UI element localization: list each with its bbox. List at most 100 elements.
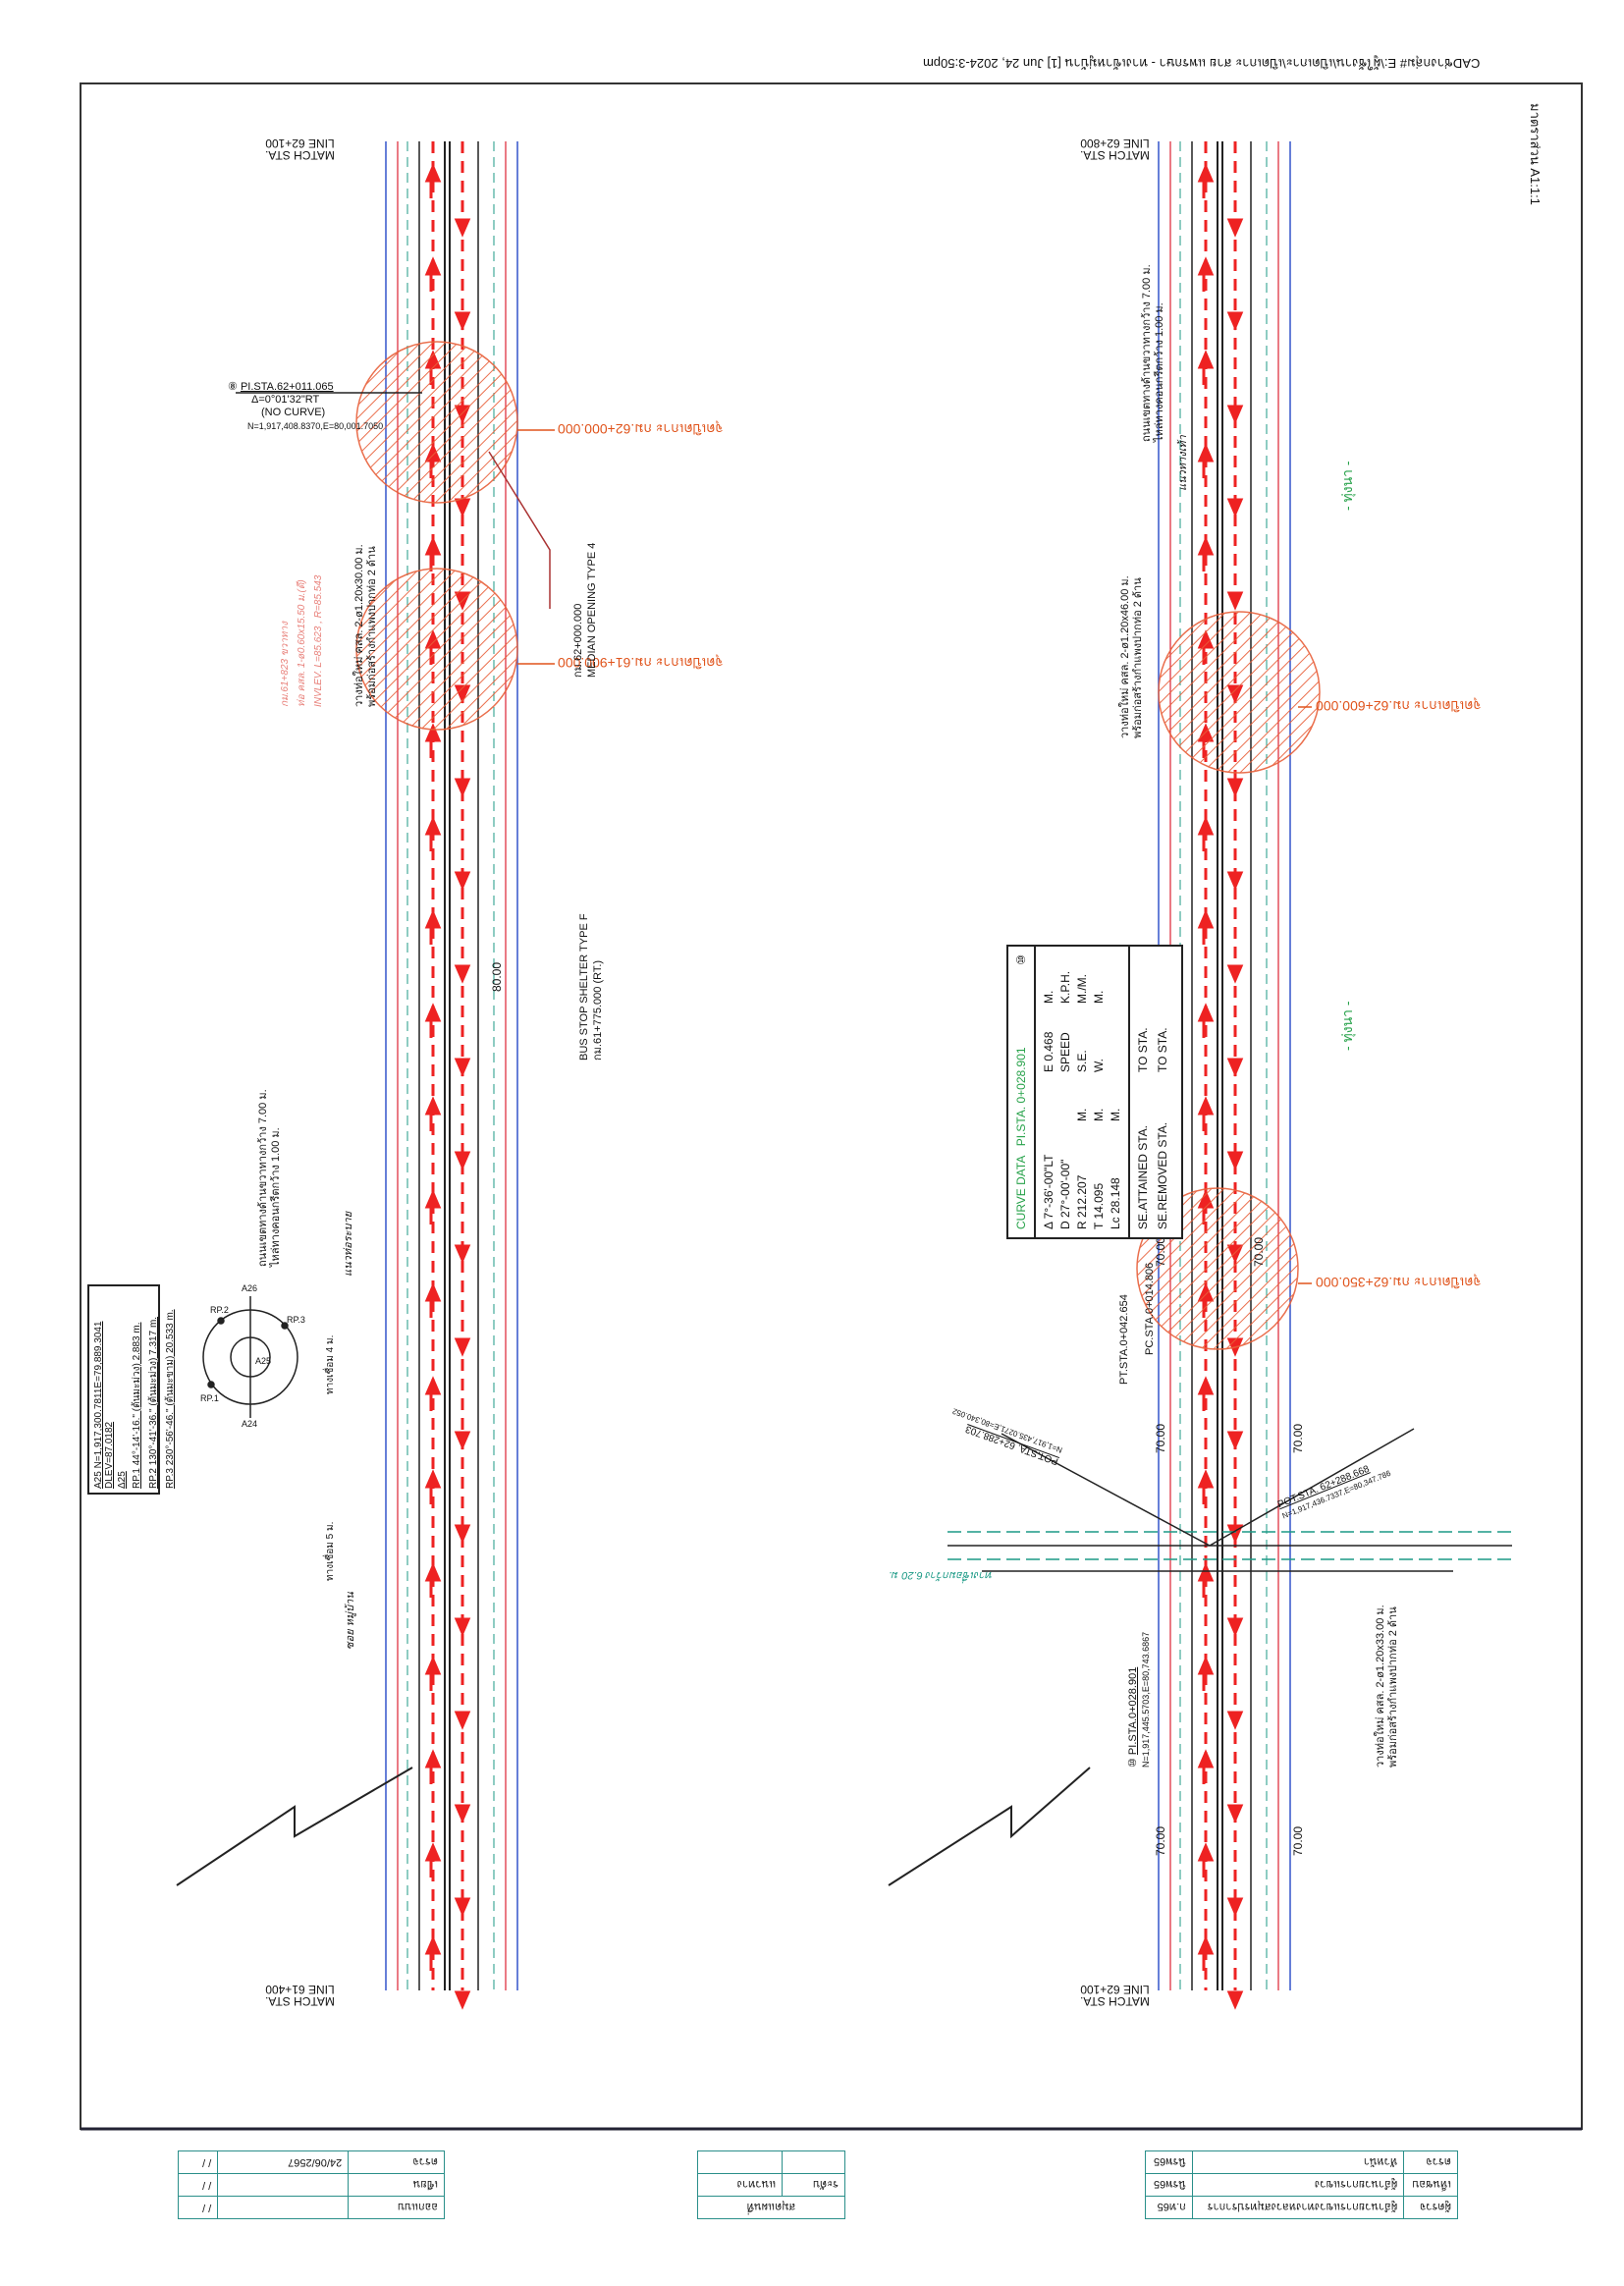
superelevation: SE.ATTAINED STA.TO STA. SE.REMOVED STA.T… <box>1128 947 1175 1237</box>
median-km: กม.62+000.000 <box>572 603 584 678</box>
road-note: ซอย หมู่บ้าน <box>345 1592 356 1650</box>
signature: ก.ท65 <box>1145 2196 1193 2219</box>
curve-cell: D 27°-00'-00" <box>1058 1159 1072 1229</box>
match-line-right-top: MATCH STA. LINE 62+800 <box>1080 136 1150 162</box>
pi-station: PI.STA.0+028.901 <box>1127 1666 1139 1756</box>
lane-arrow-icon <box>424 1282 471 1357</box>
pt-station: PT.STA.0+042.654 <box>1118 1294 1130 1385</box>
position: ผู้อำนวยการแขวงทางหลวงสมุทรปราการ <box>1192 2196 1404 2219</box>
cell <box>697 2150 783 2174</box>
se-removed: SE.REMOVED STA. <box>1156 1121 1169 1229</box>
lane-arrow-icon <box>1197 443 1244 517</box>
dimension-label: 70.00 <box>1154 1423 1167 1453</box>
line-label: LINE <box>1122 136 1150 150</box>
pi-coords: N=1,917,408.8370,E=80,001.7050 <box>247 420 384 431</box>
lane-arrow-icon <box>424 723 471 797</box>
land-use-label: - ทุ่งนา - <box>1339 461 1355 511</box>
station-value: 62+100 <box>1080 1983 1120 1996</box>
role: ผู้ตรวจ <box>1403 2196 1458 2219</box>
road-note: ไหล่ทางคอนกรีตกว้าง 1.00 ม. <box>270 1127 283 1267</box>
culvert-invlev: INVLEV. L=85.623 , R=85.543 <box>313 574 324 707</box>
rp-diagram <box>202 1296 298 1418</box>
pipe-note-line: พร้อมก่อสร้างกำแพงปากท่อ 2 ด้าน <box>1132 577 1145 738</box>
lane-arrow-icon <box>424 1935 471 2010</box>
road-note: ทางเชื่อมกว้าง 6.20 ม. <box>889 1569 994 1581</box>
curve-cell <box>1109 964 1122 1004</box>
title-row: ตรวจหัวหน้านิรพ65 <box>1145 2150 1458 2174</box>
rp-label: RP.1 <box>200 1393 219 1403</box>
title-row: เขียน/ / <box>178 2173 445 2197</box>
match-line-left-bottom: MATCH STA. LINE 61+400 <box>265 1983 335 2008</box>
lane-arrow-icon <box>424 1656 471 1730</box>
curve-cell: M. <box>1092 990 1106 1004</box>
culvert-pipe: ท่อ คสล. 1-ø0.60x15.50 ม.(ดี) <box>297 579 307 707</box>
pipe-note: วางท่อใหม่ คสล. 2-ø1.20x46.00 ม. พร้อมก่… <box>1119 575 1145 738</box>
road-note: ไหล่ทางคอนกรีตกว้าง 1.00 ม. <box>1154 302 1166 442</box>
sta-label: STA. <box>265 1994 291 2008</box>
road-note: ถนนเขตทางด้านขวาทางกว้าง 7.00 ม. <box>257 1089 269 1267</box>
lane-arrow-icon <box>1197 1562 1244 1637</box>
lane-arrow-icon <box>1197 1096 1244 1170</box>
rp-1: RP.1 44°-14'-16." (ต้นมะม่วง) 2.883 m. <box>132 1322 142 1490</box>
reference-point-box: A25 N=1,917,300.7811E=79,889.3041 DLEV=8… <box>87 1284 176 1495</box>
curve-cell: W. <box>1092 1059 1106 1072</box>
role: เห็นชอบ <box>1403 2173 1458 2197</box>
rp-3: RP.3 230°-56'-46." (ต้นมะขาม) 20.533 m. <box>165 1309 176 1489</box>
curve-cell: M. <box>1092 1108 1106 1121</box>
station-value: 62+800 <box>1080 136 1120 150</box>
lane-arrow-icon <box>1197 163 1244 238</box>
plot-info: CADช่างกลุ่ม# E:\ผู้ใช้งาน\เปิดเกาะ\เปิด… <box>923 56 1481 71</box>
title-row <box>697 2150 845 2174</box>
title-row: สมุดแผนที่ <box>697 2196 845 2219</box>
station-value: 61+400 <box>265 1983 305 1996</box>
pipe-note-line: วางท่อใหม่ คสล. 2-ø1.20x33.00 ม. <box>1375 1605 1386 1768</box>
median-type-note: กม.62+000.000 MEDIAN OPENING TYPE 4 <box>571 543 600 678</box>
date-blank: / / <box>178 2150 218 2174</box>
rp-header: A25 N=1,917,300.7811E=79,889.3041 DLEV=8… <box>93 1321 115 1489</box>
role: ตรวจ <box>348 2150 445 2174</box>
road-note: ทางเชื่อม 5 ม. <box>325 1521 336 1581</box>
curve-cell: S.E. <box>1075 1050 1089 1072</box>
bus-stop-note: BUS STOP SHELTER TYPE F กม.61+775.000 (R… <box>577 913 606 1061</box>
lane-arrow-icon <box>424 1749 471 1823</box>
lane-arrow-icon <box>424 1096 471 1170</box>
pipe-note: วางท่อใหม่ คสล. 2-ø1.20x30.00 ม. พร้อมก่… <box>353 544 379 707</box>
north-arrows <box>176 1767 1091 1886</box>
lane-arrow-icon <box>424 816 471 891</box>
rp-label: RP.2 <box>210 1305 229 1315</box>
role: ตรวจ <box>1403 2150 1458 2174</box>
se-attained: SE.ATTAINED STA. <box>1136 1124 1150 1229</box>
cell: แนวทาง <box>697 2173 783 2197</box>
curve-data-header: CURVE DATA PI.STA. 0+028.901 ⑩ <box>1008 947 1036 1237</box>
pi-delta: Δ=0°01'32"RT <box>251 394 320 407</box>
road-note: ถนนเขตทางด้านขวาทางกว้าง 7.00 ม. <box>1141 264 1153 442</box>
shoulder-note: ถนนเขตทางด้านขวาทางกว้าง 7.00 ม. ไหล่ทาง… <box>257 1089 283 1267</box>
curve-cell <box>1109 1004 1122 1072</box>
pipe-note-line: วางท่อใหม่ คสล. 2-ø1.20x30.00 ม. <box>353 544 365 707</box>
lane-arrow-icon <box>424 1562 471 1637</box>
lane-arrow-icon <box>1197 1376 1244 1450</box>
pi-number: ⑩ <box>1127 1758 1139 1768</box>
curve-pi: PI.STA. 0+028.901 <box>1014 1047 1028 1147</box>
pi-number: ⑧ <box>228 381 238 393</box>
curve-cell: K.P.H. <box>1058 970 1072 1004</box>
curve-cell: M./M. <box>1075 974 1089 1004</box>
sta-label: STA. <box>265 148 291 162</box>
curve-cell: M. <box>1075 1108 1089 1121</box>
match-label: MATCH <box>294 1994 335 2008</box>
match-label: MATCH <box>1109 1994 1150 2008</box>
dimension-label: 70.00 <box>1154 1236 1167 1267</box>
pi-station-right: ⑩ PI.STA.0+028.901 N=1,917,445.5703,E=80… <box>1127 1632 1153 1768</box>
match-line-right-bottom: MATCH STA. LINE 62+100 <box>1080 1983 1150 2008</box>
pi-curve: (NO CURVE) <box>261 407 326 419</box>
dimension-label: 80.00 <box>490 961 504 992</box>
to-sta: TO STA. <box>1156 1027 1169 1072</box>
pi-coords: N=1,917,445.5703,E=80,743.6867 <box>1141 1631 1152 1768</box>
lane-arrow-icon <box>1197 536 1244 611</box>
title-row: ออกแบบ/ / <box>178 2196 445 2219</box>
curve-cell <box>1042 1072 1056 1121</box>
curve-cell: Δ 7°-36'-00"LT <box>1042 1154 1056 1229</box>
